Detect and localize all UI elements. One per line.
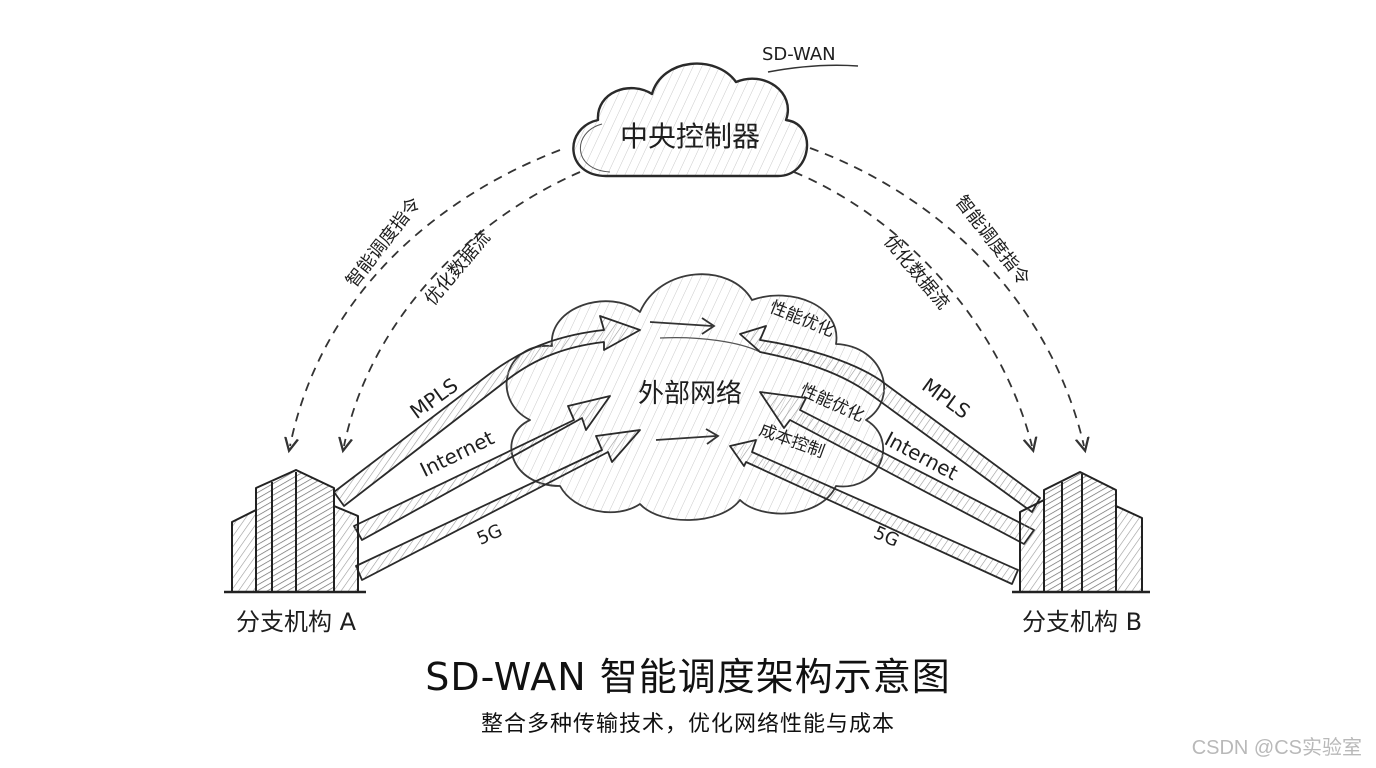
left-5g-label: 5G <box>474 520 506 550</box>
left-internet-arrow <box>353 395 611 541</box>
branch-a-label: 分支机构 A <box>236 608 357 636</box>
left-links <box>333 315 641 581</box>
left-command-label: 智能调度指令 <box>342 194 425 292</box>
branch-a-building <box>224 469 366 594</box>
left-mpls-arrow <box>333 315 641 507</box>
left-5g-arrow <box>355 429 641 581</box>
right-links <box>729 325 1041 585</box>
controller-tag: SD-WAN <box>762 44 836 65</box>
right-5g-arrow <box>729 439 1019 585</box>
right-command-arc <box>809 147 1084 446</box>
left-data-label: 优化数据流 <box>421 227 495 309</box>
right-data-arc <box>793 171 1032 446</box>
branch-b-building <box>1012 471 1150 594</box>
left-command-arc <box>290 149 561 446</box>
right-mpls-arrow <box>739 325 1041 513</box>
diagram-title: SD-WAN 智能调度架构示意图 <box>425 655 951 699</box>
right-data-label: 优化数据流 <box>879 231 953 313</box>
branch-b-label: 分支机构 B <box>1022 608 1142 636</box>
diagram-subtitle: 整合多种传输技术，优化网络性能与成本 <box>480 712 895 737</box>
control-arcs <box>290 147 1084 446</box>
right-internet-arrow <box>759 391 1035 545</box>
left-data-arc <box>344 171 581 446</box>
controller-cloud: 中央控制器 SD-WAN <box>572 44 859 178</box>
watermark: CSDN @CS实验室 <box>1191 737 1362 759</box>
network-label: 外部网络 <box>638 379 742 409</box>
controller-label: 中央控制器 <box>620 120 760 153</box>
